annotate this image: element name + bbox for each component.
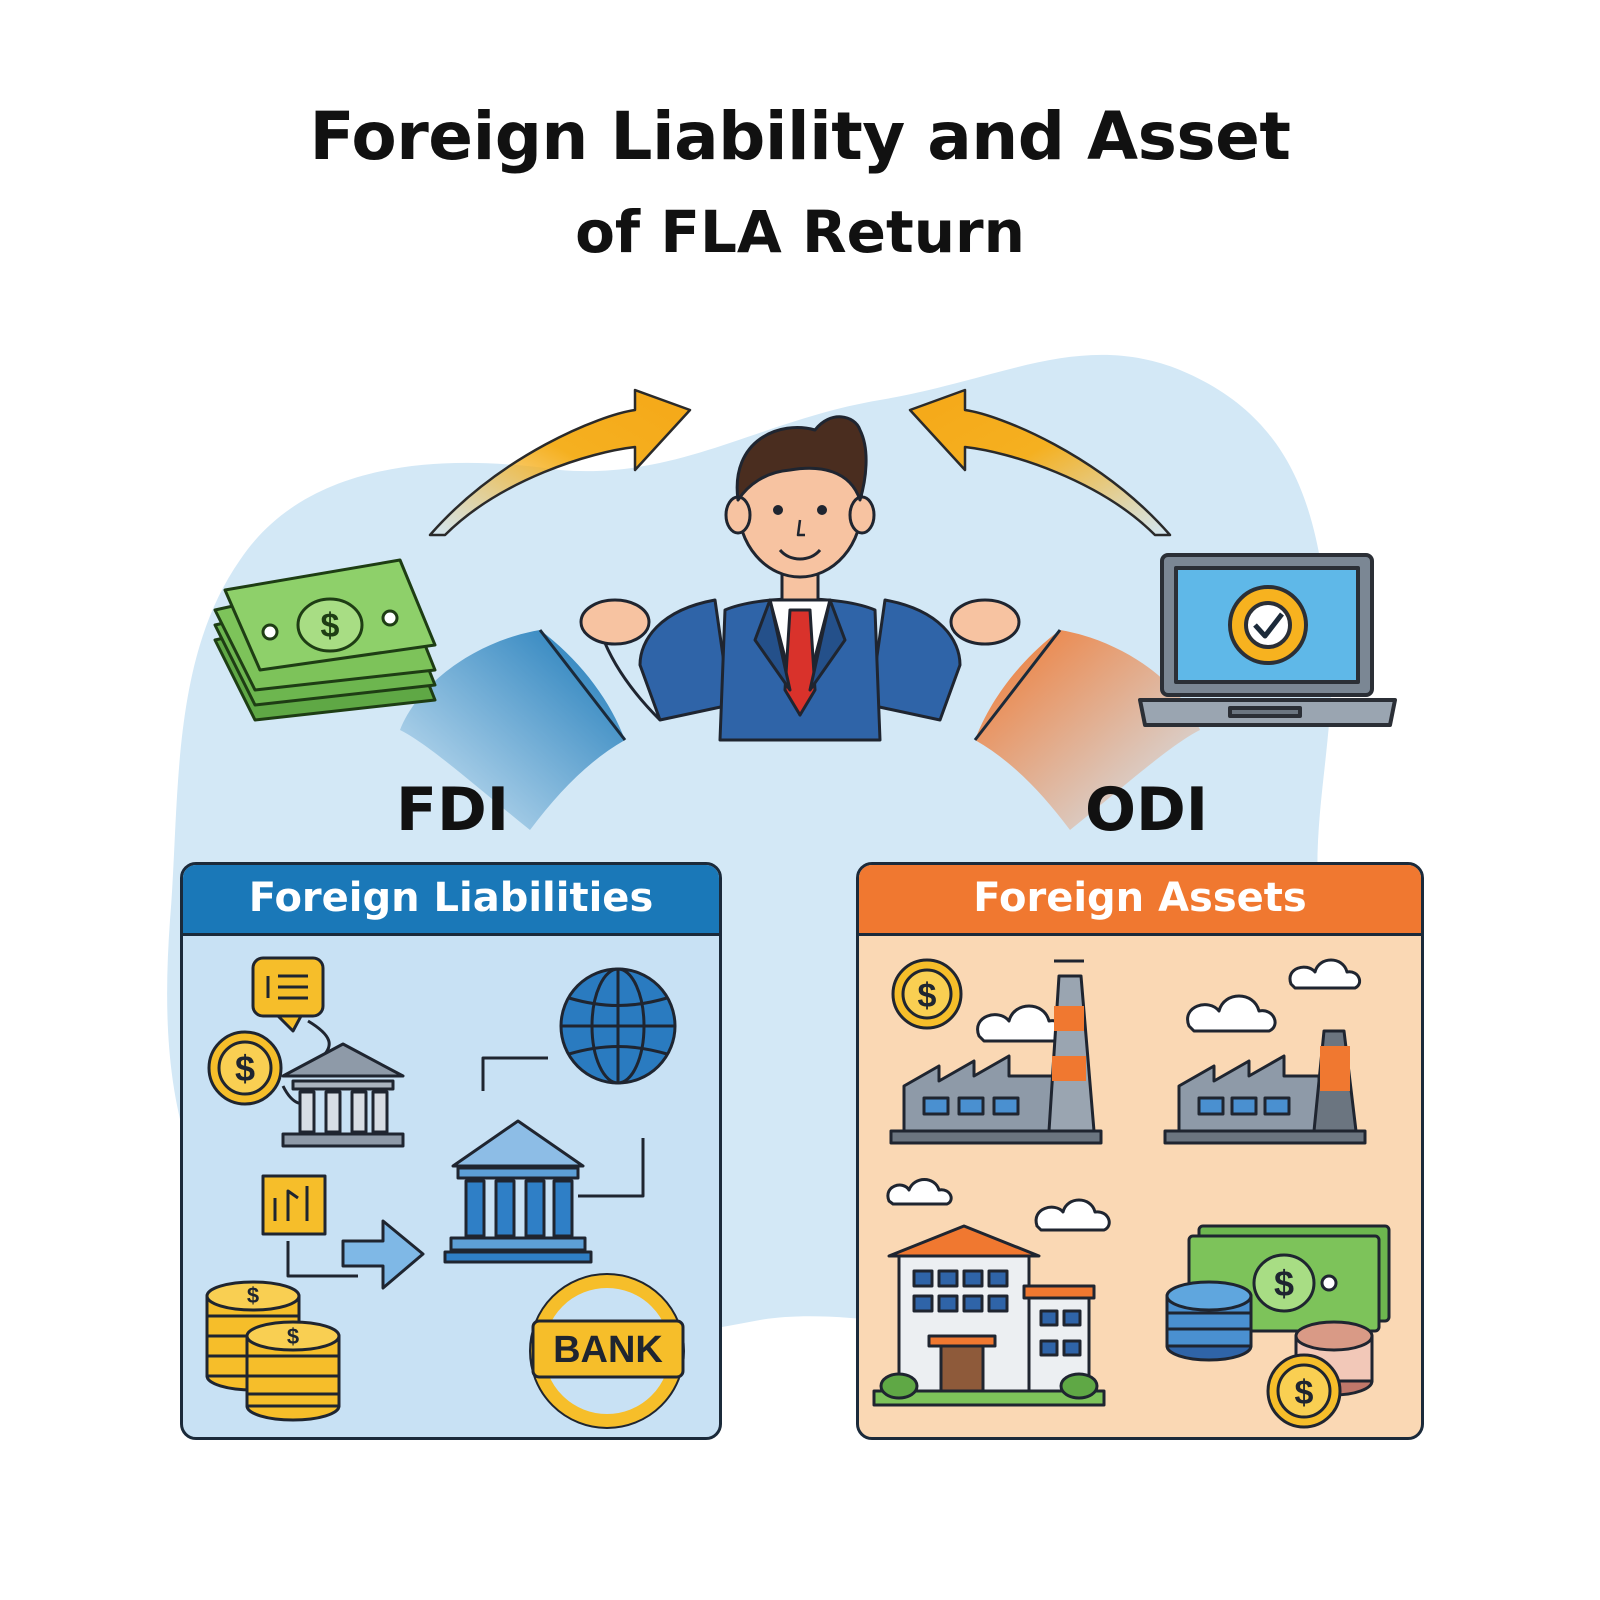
svg-text:$: $ xyxy=(1274,1263,1294,1304)
coin-stack-icon-2: $ xyxy=(245,1320,341,1422)
businessman-figure xyxy=(579,415,1021,742)
svg-text:$: $ xyxy=(918,977,937,1015)
cloud-icon xyxy=(886,1178,953,1206)
foreign-liabilities-panel: Foreign Liabilities $ xyxy=(180,862,722,1440)
cloud-icon xyxy=(1288,958,1362,990)
factory-icon-2 xyxy=(1163,1029,1367,1145)
gear-check-icon xyxy=(1228,585,1308,665)
chart-document-icon xyxy=(261,1174,327,1236)
cloud-icon xyxy=(1186,994,1277,1033)
foreign-assets-icons: $ xyxy=(859,936,1421,1437)
cloud-icon xyxy=(976,1004,1067,1043)
bank-sign-icon: BANK xyxy=(529,1273,685,1429)
document-bubble-icon xyxy=(251,956,325,1033)
cloud-icon xyxy=(1034,1198,1111,1232)
foreign-assets-title: Foreign Assets xyxy=(859,865,1421,936)
arrow-left-to-center xyxy=(428,388,692,537)
title-line-1: Foreign Liability and Asset xyxy=(309,98,1291,175)
svg-text:$: $ xyxy=(287,1324,299,1349)
fdi-flow-arc xyxy=(400,629,627,830)
office-building-icon xyxy=(872,1224,1106,1407)
odi-flow-arc xyxy=(973,629,1200,830)
svg-text:$: $ xyxy=(247,1283,259,1308)
foreign-assets-panel: Foreign Assets $ xyxy=(856,862,1424,1440)
odi-label: ODI xyxy=(1085,775,1209,845)
bank-sign-text: BANK xyxy=(553,1329,663,1371)
svg-text:$: $ xyxy=(1295,1374,1314,1412)
transfer-arrow-icon xyxy=(341,1219,425,1290)
fdi-label: FDI xyxy=(396,775,510,845)
svg-text:$: $ xyxy=(321,607,340,645)
title-line-2: of FLA Return xyxy=(575,198,1025,266)
central-bank-icon xyxy=(443,1119,593,1264)
dollar-coin-icon-assets: $ xyxy=(891,958,963,1030)
foreign-liabilities-icons: $ xyxy=(183,936,719,1437)
cash-stack-icon: $ xyxy=(213,558,437,722)
svg-text:$: $ xyxy=(235,1048,255,1089)
laptop-icon xyxy=(1138,553,1397,727)
arrow-right-to-center xyxy=(908,388,1172,537)
dollar-coin-icon: $ xyxy=(207,1030,283,1106)
globe-icon xyxy=(559,967,677,1085)
foreign-liabilities-title: Foreign Liabilities xyxy=(183,865,719,936)
cash-and-coins-icon: $ $ xyxy=(1165,1224,1391,1429)
bank-building-icon xyxy=(281,1042,405,1148)
factory-icon xyxy=(889,959,1103,1145)
